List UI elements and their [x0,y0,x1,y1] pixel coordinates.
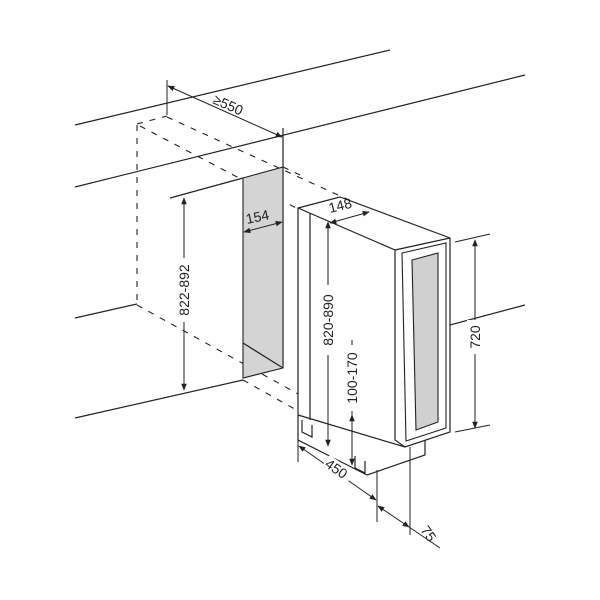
label-appliance-width: 148 [327,195,354,216]
label-door-offset: 75 [418,523,440,545]
dimension-154: 154 [243,206,283,234]
dimension-148: 148 [327,195,370,224]
glass-window [411,252,439,431]
dimension-100-170: 100-170 [344,340,360,466]
label-niche-depth: ≥550 [211,91,246,118]
label-niche-height: 822-892 [176,264,192,316]
label-door-height: 720 [467,325,483,349]
door-frame [401,242,447,442]
label-plinth-height: 100-170 [344,352,360,404]
dimension-550: ≥550 [166,80,283,138]
label-appliance-height: 820-890 [320,294,336,346]
dimension-75: 75 [377,447,441,549]
dimension-822-892: 822-892 [176,197,192,391]
dimension-820-890: 820-890 [320,221,336,447]
dimension-450: 450 [297,440,378,522]
niche-hidden-lines [136,115,361,413]
label-niche-width: 154 [244,206,270,227]
wine-cooler [297,196,451,476]
dimension-720: 720 [454,233,491,433]
niche-side-panel [242,166,284,379]
